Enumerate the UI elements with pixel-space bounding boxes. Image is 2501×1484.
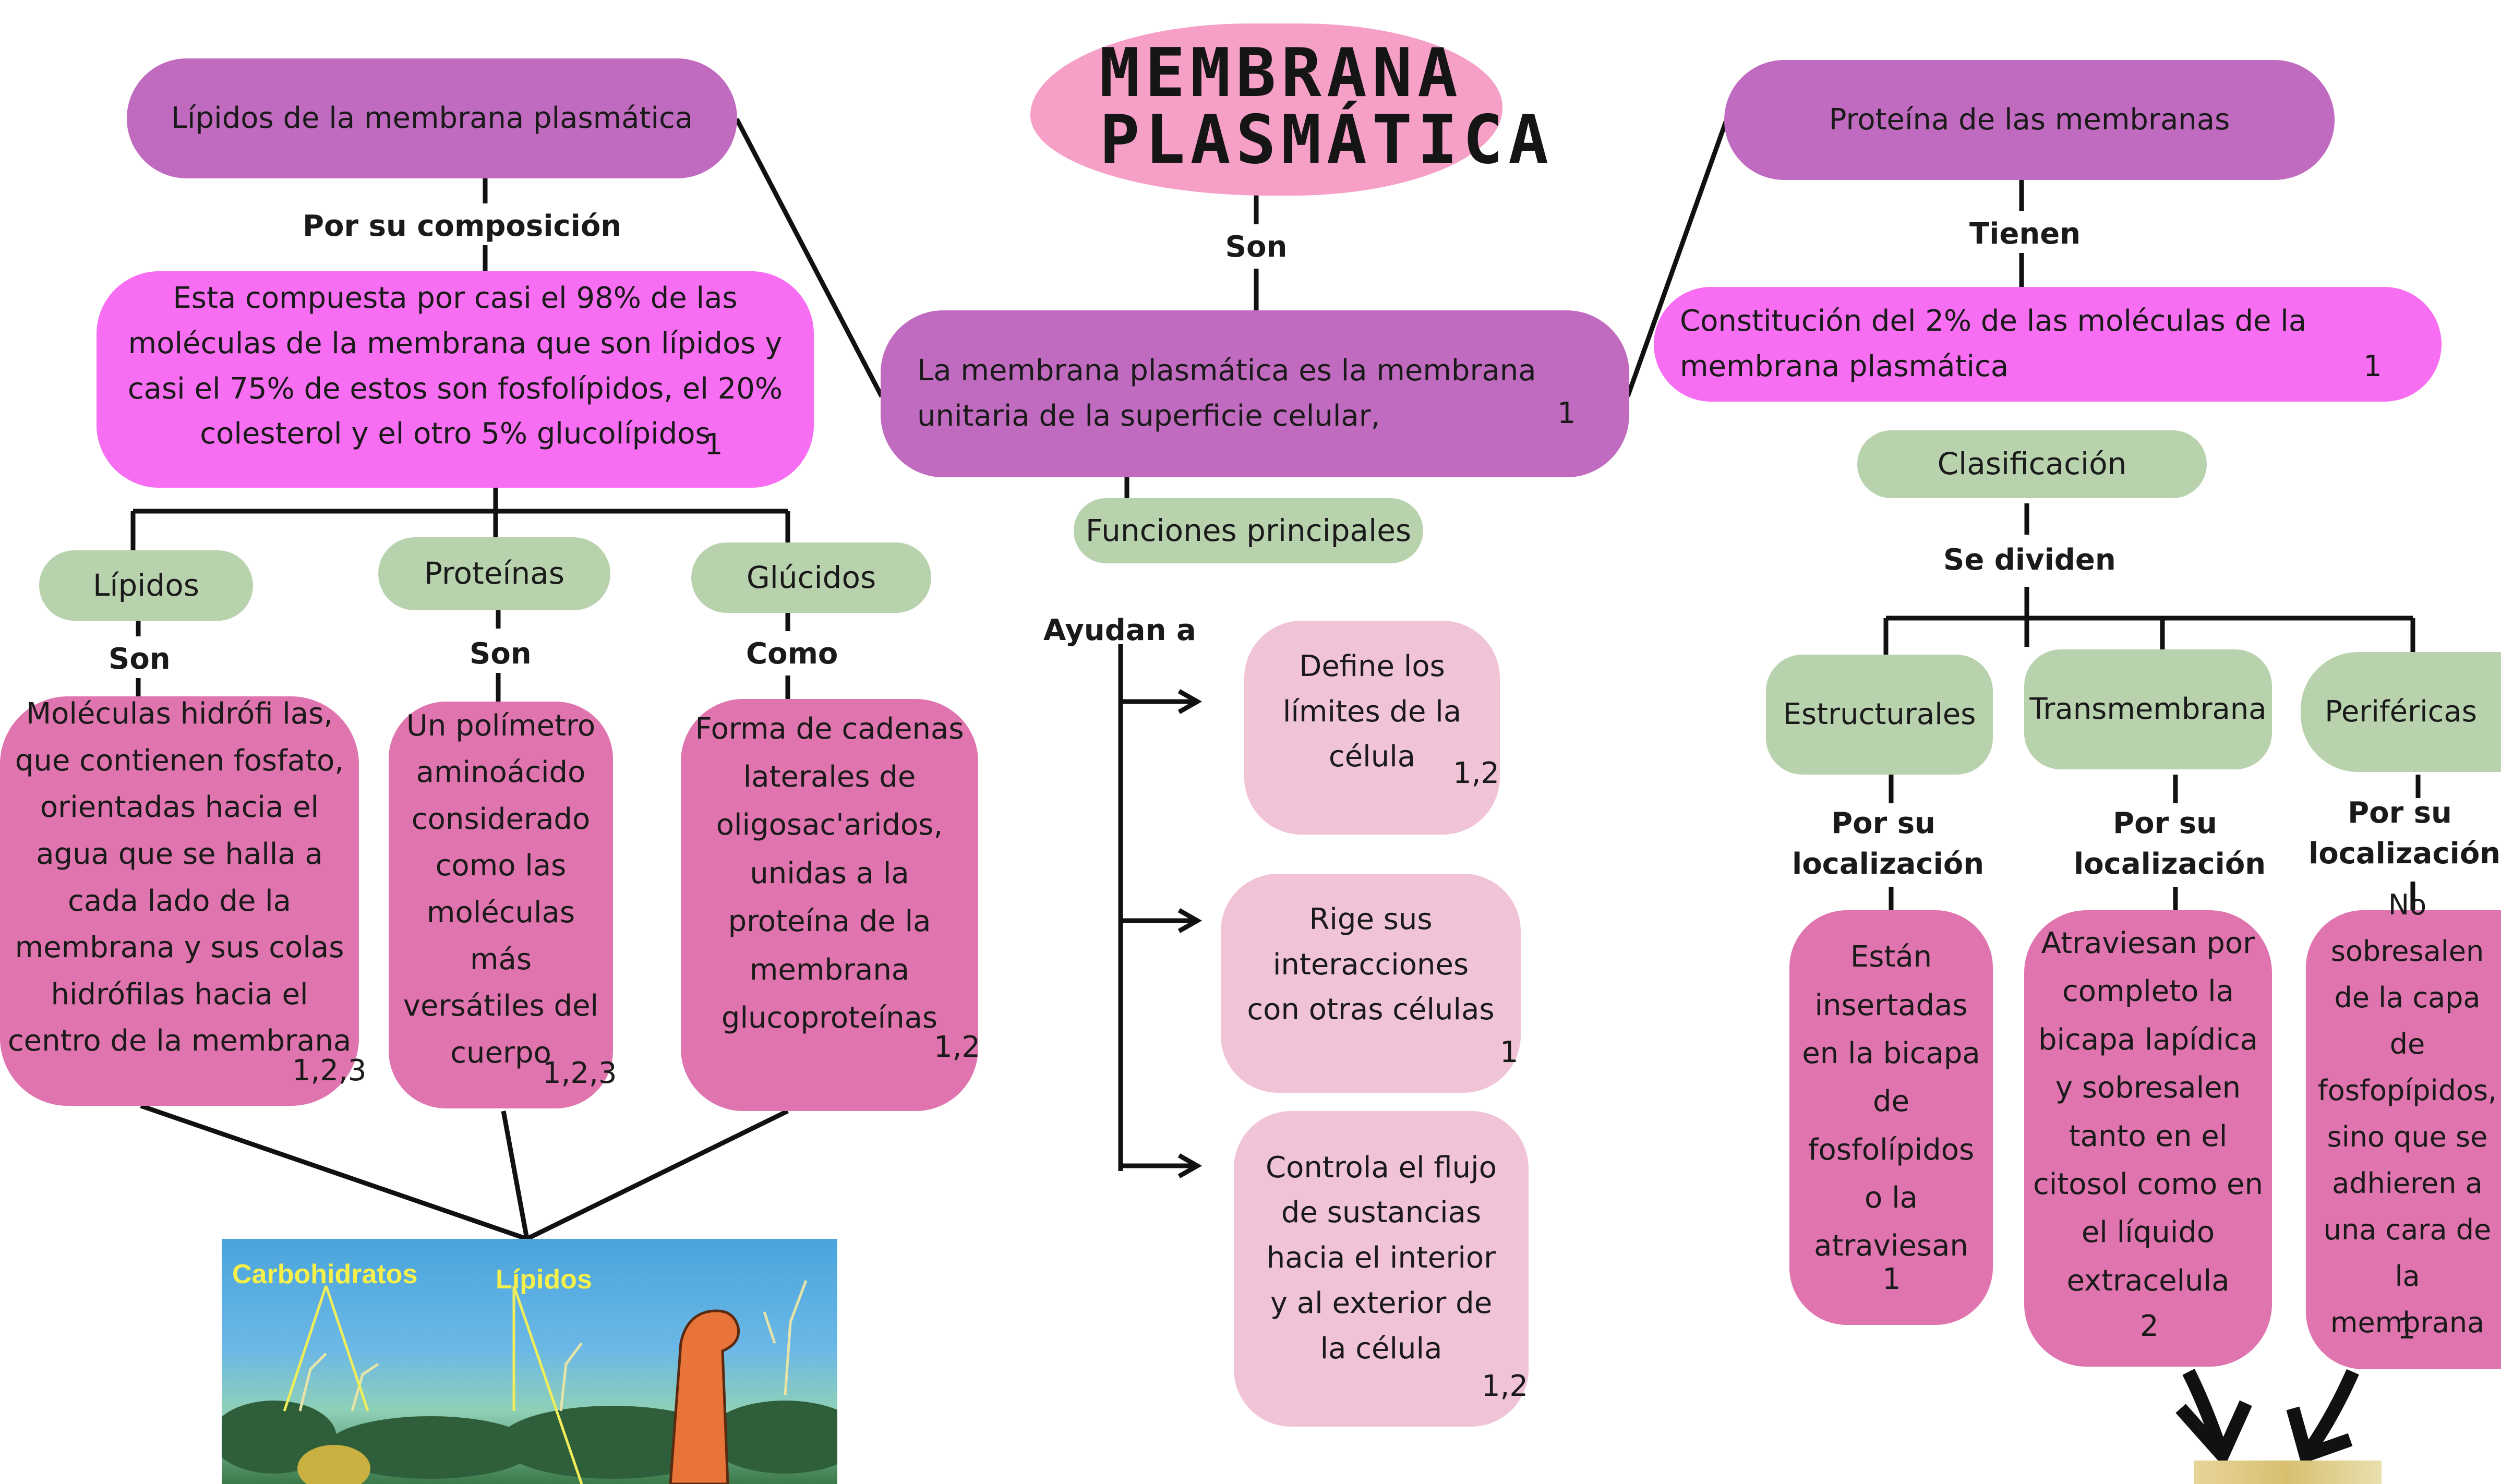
- divide-link-label: Se dividen: [1943, 543, 2116, 577]
- function-box-3: Controla el flujo de sustancias hacia el…: [1234, 1111, 1529, 1427]
- branch-ref-lipidos: 1,2,3: [292, 1054, 367, 1088]
- type-box-transmembrana: Atraviesan por completo la bicapa lapídi…: [2024, 910, 2272, 1367]
- membrane-illustration: Carbohidratos Lípidos: [222, 1239, 837, 1484]
- function-ref-3: 1,2: [1482, 1369, 1529, 1403]
- image-label-carbs: Carbohidratos: [232, 1259, 417, 1289]
- type-link-estructurales: Por su localización: [1792, 806, 1985, 882]
- type-box-perifericas: No sobresalen de la capa de fosfopípidos…: [2306, 888, 2501, 1369]
- constitution-box: Constitución del 2% de las moléculas de …: [1654, 287, 2442, 402]
- branch-box-glucidos: Forma de cadenas laterales de oligosac'a…: [681, 699, 978, 1111]
- branch-pill-proteinas: Proteínas: [378, 537, 610, 610]
- lipids-link-label: Por su composición: [303, 209, 622, 243]
- type-ref-perifericas: 1: [2397, 1312, 2416, 1346]
- lipids-title-box: Lípidos de la membrana plasmática: [127, 58, 737, 178]
- branch-pill-glucidos: Glúcidos: [691, 542, 931, 613]
- branch-link-lipidos: Son: [109, 642, 171, 676]
- type-pill-estructurales: Estructurales: [1766, 655, 1993, 775]
- type-box-estructurales: Están insertadas en la bicapa de fosfolí…: [1789, 910, 1993, 1325]
- function-box-2: Rige sus interacciones con otras células: [1221, 874, 1521, 1093]
- type-pill-transmembrana: Transmembrana: [2024, 649, 2272, 769]
- membrane-drawing: Carbohidratos Lípidos: [222, 1259, 837, 1484]
- function-ref-2: 1: [1500, 1035, 1519, 1069]
- functions-link-label: Ayudan a: [1043, 613, 1196, 647]
- type-ref-estructurales: 1: [1882, 1262, 1901, 1296]
- image-label-lipids: Lípidos: [496, 1264, 592, 1295]
- functions-title: Funciones principales: [1074, 498, 1423, 563]
- definition-ref: 1: [1557, 396, 1576, 430]
- function-box-1: Define los límites de la célula: [1244, 621, 1500, 835]
- branch-box-proteinas: Un polímetro aminoácido considerado como…: [389, 702, 613, 1108]
- type-pill-perifericas: Periféricas: [2301, 652, 2501, 772]
- type-link-perifericas: Por su localización: [2308, 796, 2501, 871]
- type-ref-transmembrana: 2: [2140, 1309, 2159, 1343]
- branch-link-proteinas: Son: [470, 637, 532, 671]
- branch-ref-proteinas: 1,2,3: [543, 1056, 617, 1090]
- page-title: MEMBRANA PLASMÁTICA: [1099, 34, 1554, 179]
- composition-box: Esta compuesta por casi el 98% de las mo…: [97, 271, 814, 488]
- title-blob: [1030, 23, 1502, 196]
- branch-link-glucidos: Como: [746, 637, 838, 671]
- branch-pill-lipidos: Lípidos: [39, 550, 253, 621]
- bottom-thumbnail: [2194, 1461, 2382, 1484]
- proteins-title-box: Proteína de las membranas: [1724, 60, 2335, 180]
- classification-pill: Clasificación: [1857, 430, 2207, 498]
- type-link-transmembrana: Por su localización: [2074, 806, 2266, 882]
- proteins-link-label: Tienen: [1969, 217, 2081, 251]
- function-ref-1: 1,2: [1453, 756, 1500, 790]
- definition-text: La membrana plasmática es la membrana un…: [917, 354, 1536, 433]
- composition-ref: 1: [704, 428, 723, 462]
- title-link-label: Son: [1225, 230, 1288, 264]
- definition-box: La membrana plasmática es la membrana un…: [881, 310, 1629, 477]
- constitution-ref: 1: [2363, 349, 2382, 383]
- branch-box-lipidos: Moléculas hidrófi las, que contienen fos…: [0, 696, 359, 1106]
- branch-ref-glucidos: 1,2: [934, 1030, 981, 1064]
